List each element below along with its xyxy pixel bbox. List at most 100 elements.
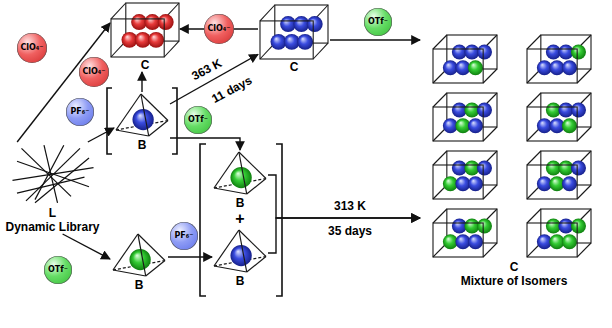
reaction-arrow xyxy=(330,39,420,40)
anion-label: OTf⁻ xyxy=(368,17,388,27)
ligand-strand xyxy=(26,148,80,200)
anion-circle: ClO₄⁻ xyxy=(204,14,234,44)
anion-circle: ClO₄⁻ xyxy=(79,57,109,87)
cage-node: CMixture of Isomers xyxy=(420,30,608,288)
cube-edge xyxy=(527,35,541,49)
tetrahedron-edge xyxy=(113,270,146,276)
anion-label: PF₆⁻ xyxy=(174,231,193,241)
cage-isomer xyxy=(527,35,591,83)
cube-edge xyxy=(527,151,541,165)
bracket xyxy=(200,144,206,296)
node-label: C xyxy=(141,58,150,72)
cube-front-face xyxy=(260,21,313,59)
node-label: L xyxy=(49,206,56,220)
bracket xyxy=(172,88,177,154)
tetrahedron-edge xyxy=(214,230,239,266)
cube-edge xyxy=(527,93,541,107)
tetrahedron-edge xyxy=(149,121,168,136)
guest-ball xyxy=(562,60,577,75)
tetrahedron-edge xyxy=(239,152,247,194)
anion-circle: OTf⁻ xyxy=(44,256,72,284)
tetrahedron-edge xyxy=(247,257,266,272)
tetrahedron-edge xyxy=(141,94,149,136)
cage-isomer xyxy=(527,151,591,199)
condition-label: + xyxy=(233,210,246,228)
guest-ball xyxy=(571,102,586,117)
tetrahedron-edge xyxy=(116,94,141,130)
cube-edge xyxy=(527,209,541,223)
tetrahedron-edge xyxy=(239,230,247,272)
node-art xyxy=(420,30,608,260)
cage-isomer xyxy=(527,209,591,257)
guest-ball xyxy=(468,176,483,191)
cube-edge xyxy=(111,3,126,19)
cube-edge xyxy=(577,243,591,257)
anion-circle: OTf⁻ xyxy=(184,106,212,134)
guest-ball xyxy=(477,218,492,233)
tetrahedron-node: B xyxy=(110,232,168,292)
cube-front-face xyxy=(433,223,483,257)
art-group xyxy=(260,5,328,59)
cube-front-face xyxy=(527,107,577,141)
guest-ball xyxy=(562,118,577,133)
guest-ball xyxy=(562,176,577,191)
anion-circle: ClO₄⁻ xyxy=(17,33,47,63)
tetrahedron-edge xyxy=(214,266,247,272)
ligand-strand xyxy=(21,148,71,196)
node-art xyxy=(111,232,167,278)
tetrahedron-node: B xyxy=(114,92,170,152)
reaction-arrow xyxy=(141,72,142,92)
node-label: B xyxy=(236,196,245,210)
guest-ball xyxy=(307,16,323,32)
anion-circle: PF₆⁻ xyxy=(170,222,198,250)
condition-label: 35 days xyxy=(326,225,374,238)
reaction-arrow xyxy=(17,23,110,142)
tetrahedron-node: B xyxy=(212,228,268,288)
tetrahedron-edge xyxy=(146,261,165,276)
cube-edge xyxy=(577,127,591,141)
cube-edge xyxy=(483,243,497,257)
bracket xyxy=(107,88,112,154)
cube-edge xyxy=(433,151,447,165)
cube-edge xyxy=(164,41,179,57)
cage-node: C xyxy=(258,4,330,74)
art-group xyxy=(111,3,179,57)
anion-circle: OTf⁻ xyxy=(364,8,392,36)
node-label: C xyxy=(510,260,519,274)
ligand-strand xyxy=(17,177,85,193)
art-group xyxy=(116,94,168,136)
cube-edge xyxy=(260,5,275,21)
guest-ball xyxy=(230,245,251,266)
anion-label: ClO₄⁻ xyxy=(20,43,43,53)
node-label: Dynamic Library xyxy=(5,220,99,234)
guest-ball xyxy=(562,234,577,249)
cube-edge xyxy=(577,69,591,83)
cube-edge xyxy=(433,93,447,107)
guest-ball xyxy=(468,118,483,133)
guest-ball xyxy=(158,14,174,30)
reaction-arrow xyxy=(268,175,420,218)
reaction-arrow xyxy=(268,218,420,253)
condition-label: 363 K xyxy=(188,56,226,84)
anion-label: OTf⁻ xyxy=(188,115,208,125)
node-label: B xyxy=(236,274,245,288)
guest-ball xyxy=(571,44,586,59)
node-art xyxy=(259,4,329,60)
cage-isomer xyxy=(433,35,497,83)
cube-front-face xyxy=(433,107,483,141)
library-node: LDynamic Library xyxy=(2,142,103,234)
guest-ball xyxy=(468,234,483,249)
node-art xyxy=(114,92,170,138)
guest-ball xyxy=(571,218,586,233)
bracket xyxy=(276,144,282,296)
guest-ball xyxy=(132,109,153,130)
tetrahedron-edge xyxy=(116,130,149,136)
guest-ball xyxy=(230,167,251,188)
tetrahedron-edge xyxy=(214,188,247,194)
art-group xyxy=(433,35,591,257)
guest-ball xyxy=(477,102,492,117)
guest-ball xyxy=(129,249,150,270)
node-art xyxy=(110,2,180,58)
anion-label: OTf⁻ xyxy=(48,265,68,275)
cube-front-face xyxy=(527,165,577,199)
